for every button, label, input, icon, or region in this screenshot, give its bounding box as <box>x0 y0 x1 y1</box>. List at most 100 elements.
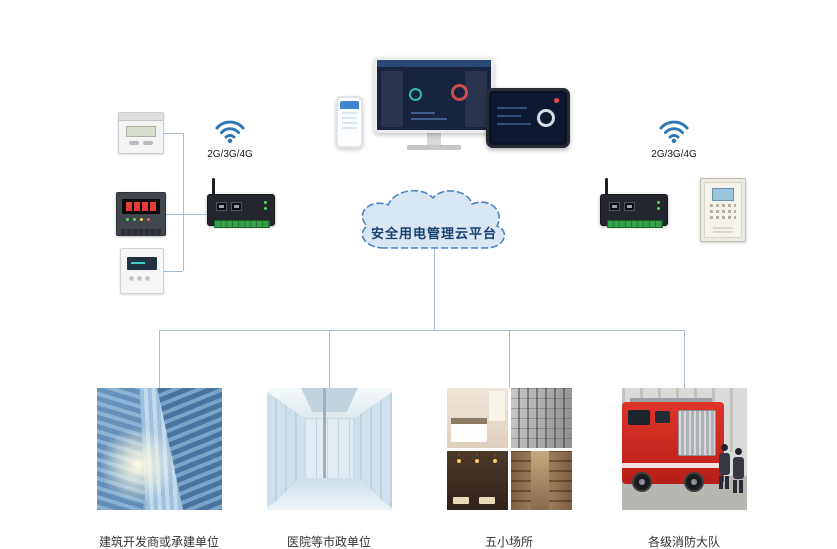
cloud-drop-line <box>434 249 435 330</box>
phone-app-row <box>342 122 357 124</box>
firefighter-legs <box>732 480 744 493</box>
sun-glare <box>99 426 177 504</box>
phone-app-screen <box>340 101 359 143</box>
dashboard-left-panel <box>381 71 403 127</box>
control-cabinet <box>700 178 746 242</box>
hanging-lamp <box>493 458 497 463</box>
status-leds <box>126 218 156 221</box>
right-network-label: 2G/3G/4G <box>651 149 697 160</box>
cloud-shape <box>361 189 506 249</box>
indicator-row <box>710 210 736 213</box>
tablet-bar <box>497 115 521 117</box>
firefighter-jacket <box>732 457 744 479</box>
wifi-icon <box>215 120 245 144</box>
digit-segment <box>142 202 148 211</box>
button-dot <box>129 276 134 281</box>
leg <box>719 476 723 489</box>
cloud-platform-title: 安全用电管理云平台 <box>370 226 497 241</box>
drop-line-1 <box>159 330 160 388</box>
hanging-lamp <box>457 458 461 463</box>
wifi-icon <box>659 120 689 144</box>
tablet-dashboard-screen <box>491 93 565 143</box>
scene-photo-hospital <box>267 388 392 510</box>
truck-wheel <box>684 472 704 492</box>
scene-label-fire-brigade: 各级消防大队 <box>647 535 720 549</box>
corridor-end-wall <box>305 418 354 480</box>
led-green <box>264 201 267 204</box>
energy-meter-top <box>118 112 164 154</box>
truck-wheel <box>632 472 652 492</box>
indicator-row <box>710 204 736 207</box>
firefighter-legs <box>718 476 730 489</box>
drop-line-2 <box>329 330 330 388</box>
leg <box>725 476 729 489</box>
meter-bus-line <box>183 133 184 271</box>
bed-headboard <box>451 417 487 424</box>
gateway-body <box>207 194 275 228</box>
smartphone <box>336 96 363 148</box>
drop-line-3 <box>509 330 510 388</box>
button-dot <box>129 141 139 145</box>
digit-segment <box>134 202 140 211</box>
dashboard-bar <box>411 118 447 120</box>
meter-lcd-display <box>127 257 157 270</box>
dashboard-gauge-red <box>451 84 468 101</box>
button-dot <box>145 276 150 281</box>
iot-gateway-right <box>600 178 668 228</box>
led-green <box>126 218 129 221</box>
scene-label-hospitals: 医院等市政单位 <box>286 535 371 549</box>
cab-side-window <box>655 411 670 423</box>
restaurant-cell <box>447 450 508 510</box>
terminal-block-green <box>214 220 270 228</box>
led-yellow <box>140 218 143 221</box>
dining-table <box>453 497 469 504</box>
port-contact <box>612 205 617 208</box>
dashboard-gauge-teal <box>409 88 422 101</box>
led-red <box>147 218 150 221</box>
button-dot <box>143 141 153 145</box>
cab-windshield <box>628 410 650 425</box>
antenna <box>605 178 608 195</box>
meter-buttons <box>129 141 153 145</box>
phone-app-row <box>342 112 357 114</box>
firefighter-figure <box>718 444 730 490</box>
dashboard-right-panel <box>465 71 487 127</box>
monitor-dashboard-screen <box>374 57 494 133</box>
scene-label-developers: 建筑开发商或承建单位 <box>98 535 219 549</box>
equipment-roll-door <box>678 410 716 456</box>
wheel-hub <box>639 479 645 485</box>
leg <box>739 480 743 493</box>
building-facade-cell <box>511 388 572 448</box>
firefighter-helmet <box>720 444 728 451</box>
meter3-stub-line <box>164 271 183 272</box>
ethernet-port <box>609 202 620 211</box>
desktop-monitor <box>374 57 494 150</box>
tablet-bar <box>497 123 531 125</box>
distribution-line <box>159 330 685 331</box>
cabinet-hmi-screen <box>712 188 734 201</box>
venues-collage <box>447 388 572 510</box>
firefighter-figure <box>732 448 744 494</box>
facade-window-grid <box>511 388 572 448</box>
led-green <box>133 218 136 221</box>
ethernet-port <box>231 202 242 211</box>
hanging-lamp <box>475 458 479 463</box>
tablet <box>486 88 570 148</box>
shop-interior-cell <box>511 450 572 510</box>
left-network-label: 2G/3G/4G <box>207 149 253 160</box>
meter1-stub-line <box>164 133 183 134</box>
meter-top-band <box>119 113 163 121</box>
firefighter-helmet <box>734 448 742 455</box>
phone-app-row <box>342 117 357 119</box>
digit-segment <box>126 202 132 211</box>
phone-app-header <box>340 101 359 109</box>
port-contact <box>219 205 224 208</box>
bed <box>451 423 487 442</box>
wheel-hub <box>691 479 697 485</box>
reflective-stripe <box>622 463 724 468</box>
scene-photo-fire-brigade <box>622 388 747 510</box>
tablet-gauge-ring <box>537 109 555 127</box>
gateway-body <box>600 194 668 228</box>
terminal-strip <box>121 229 161 235</box>
hotel-room-cell <box>447 388 508 448</box>
